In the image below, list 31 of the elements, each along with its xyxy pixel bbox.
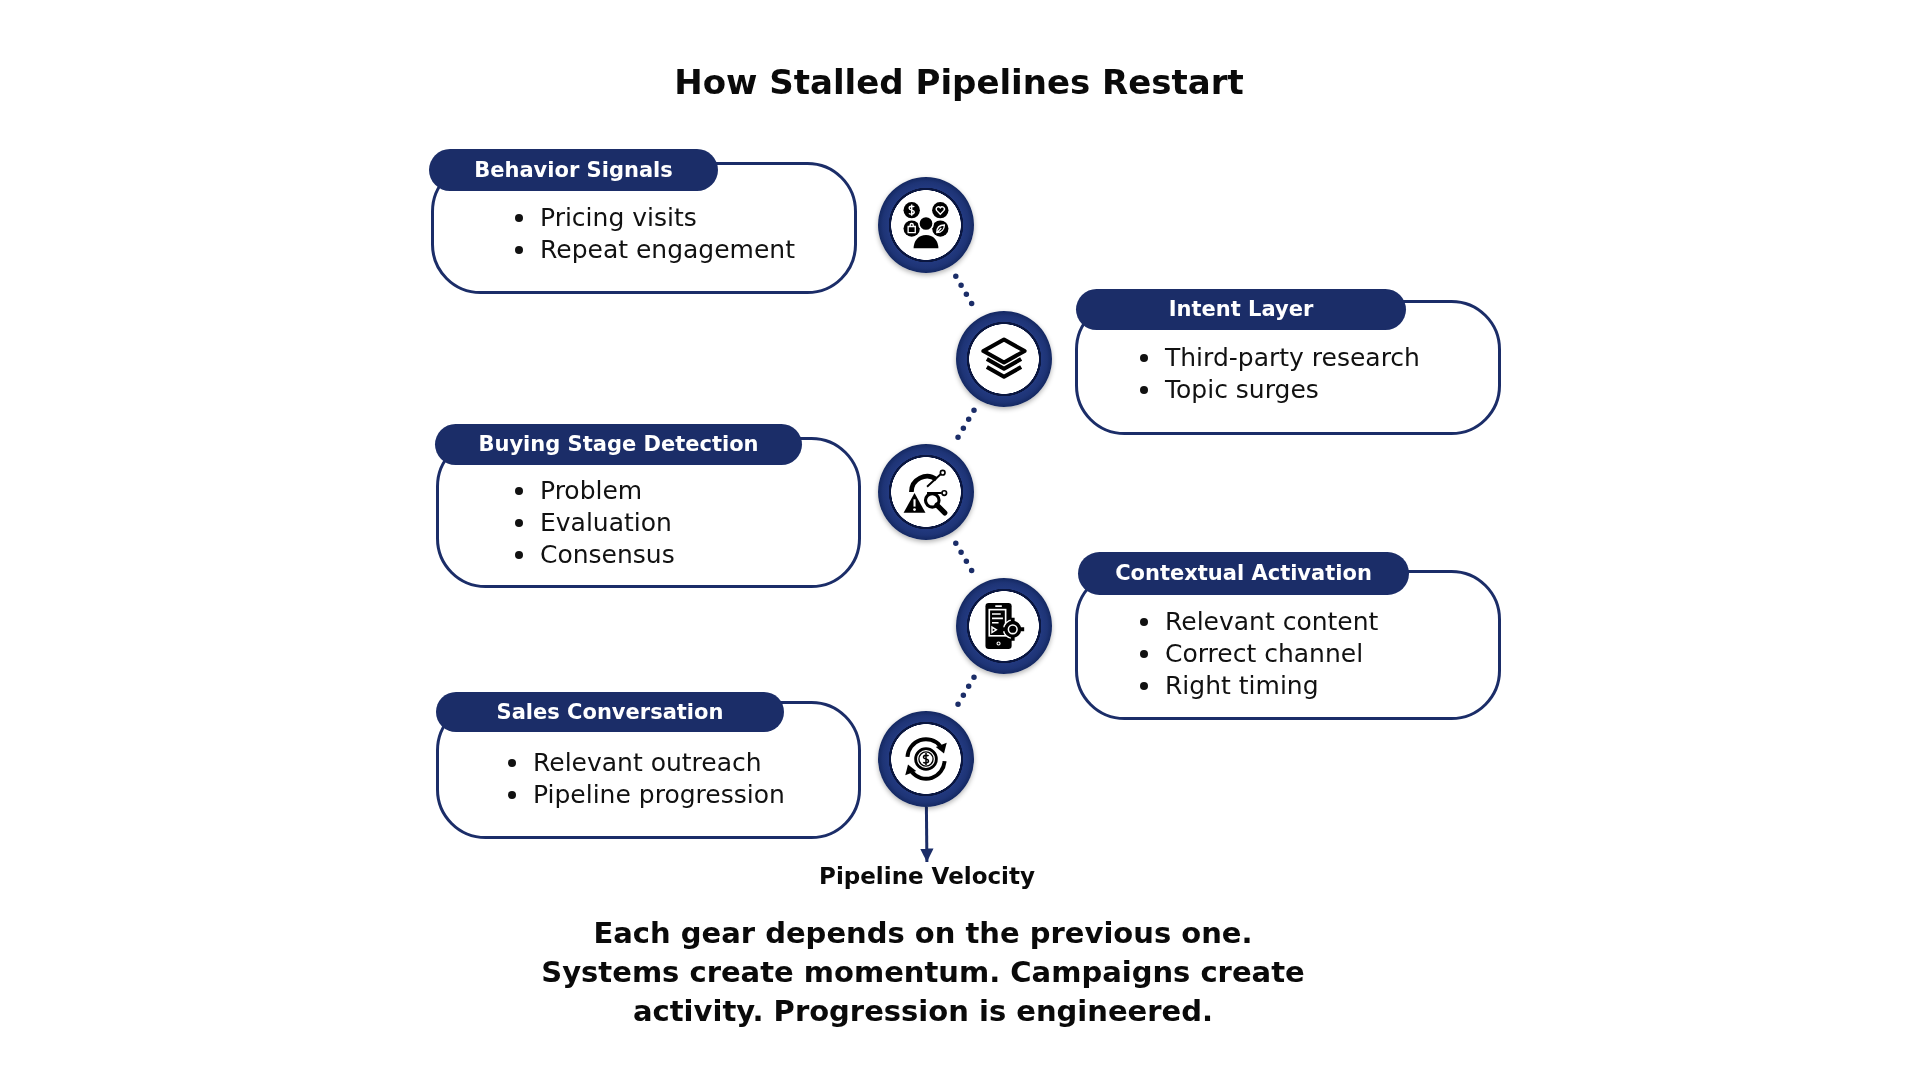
- card: [1075, 552, 1501, 720]
- step-circle: [878, 711, 974, 807]
- heading-tab: Buying Stage Detection: [435, 424, 802, 465]
- bullet-text: Repeat engagement: [540, 234, 795, 266]
- heading-tab: Sales Conversation: [436, 692, 784, 732]
- bullet-text: Third-party research: [1165, 342, 1420, 374]
- step-circle: [956, 578, 1052, 674]
- step-circle: [878, 177, 974, 273]
- step-circle: [878, 444, 974, 540]
- heading-tab: Contextual Activation: [1078, 552, 1409, 595]
- card: [429, 149, 857, 294]
- bullet-text: Relevant content: [1165, 606, 1379, 638]
- title: How Stalled Pipelines Restart: [674, 62, 1244, 102]
- card: [435, 424, 861, 588]
- end-label: Pipeline Velocity: [819, 862, 1035, 890]
- heading-tab: Intent Layer: [1076, 289, 1406, 330]
- bullet-text: Pipeline progression: [533, 779, 785, 811]
- bullet-text: Consensus: [540, 539, 675, 571]
- caption: Each gear depends on the previous one. Systems create momentum. Campaigns create activity. Progression is engineered.: [540, 915, 1306, 1030]
- bullet-text: Topic surges: [1165, 374, 1319, 406]
- bullet-text: Correct channel: [1165, 638, 1364, 670]
- step-circle: [956, 311, 1052, 407]
- bullet-text: Relevant outreach: [533, 747, 762, 779]
- bullet-text: Problem: [540, 475, 643, 507]
- arrow: [920, 807, 934, 862]
- bullet-text: Right timing: [1165, 670, 1319, 702]
- card: [436, 692, 861, 839]
- bullet-text: Pricing visits: [540, 202, 697, 234]
- card: [1075, 289, 1501, 435]
- bullet-text: Evaluation: [540, 507, 672, 539]
- heading-tab: Behavior Signals: [429, 149, 718, 191]
